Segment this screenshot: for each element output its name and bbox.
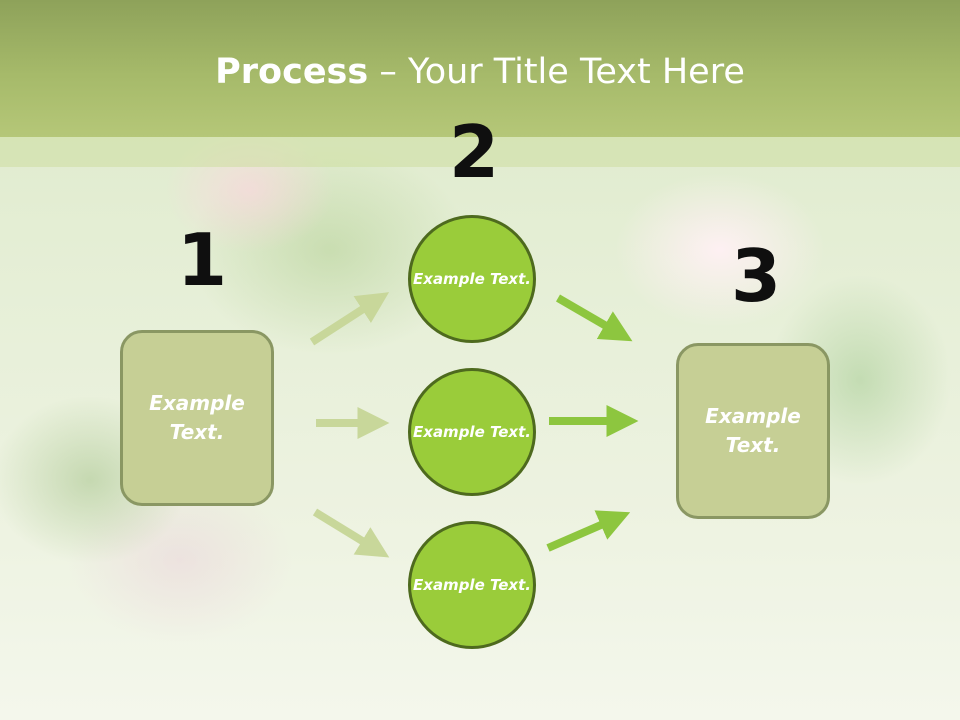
title-rest: – Your Title Text Here	[368, 52, 745, 92]
arrow-top-to-3	[555, 294, 633, 342]
step-2-label-top: Example Text.	[413, 269, 531, 288]
title-bold: Process	[215, 52, 369, 92]
step-1-number: 1	[177, 218, 228, 302]
title-strip	[0, 137, 960, 167]
arrow-1-to-top	[309, 292, 390, 346]
step-3-label: Example Text.	[705, 404, 801, 457]
step-2-label-bottom: Example Text.	[413, 575, 531, 594]
arrow-1-to-bottom	[312, 508, 390, 558]
title-bar	[0, 0, 960, 137]
step-1-label: Example Text.	[149, 391, 245, 444]
step-1-box: Example Text.	[120, 330, 274, 506]
step-3-number: 3	[731, 234, 782, 318]
step-2-circle-top: Example Text.	[408, 215, 536, 343]
step-2-number: 2	[449, 110, 500, 194]
step-3-box: Example Text.	[676, 343, 830, 519]
step-2-circle-bottom: Example Text.	[408, 521, 536, 649]
step-2-circle-middle: Example Text.	[408, 368, 536, 496]
slide-title: Process – Your Title Text Here	[0, 52, 960, 92]
arrow-bottom-to-3	[546, 510, 631, 552]
step-2-label-middle: Example Text.	[413, 422, 531, 441]
